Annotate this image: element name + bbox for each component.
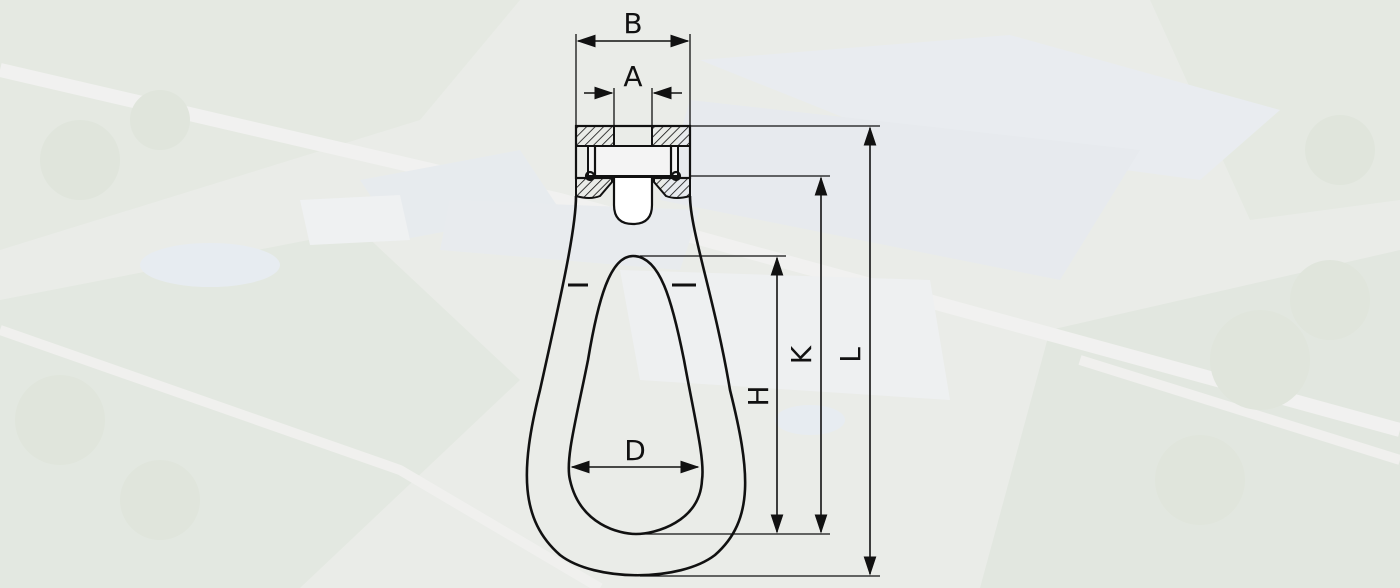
dimension-label-d: D bbox=[624, 434, 646, 467]
dimension-lines bbox=[570, 34, 880, 577]
dimension-label-a: A bbox=[623, 60, 642, 93]
dimension-label-b: B bbox=[623, 7, 642, 40]
dimension-label-k: K bbox=[785, 345, 818, 364]
dimension-label-h: H bbox=[742, 385, 775, 406]
link-outline bbox=[525, 124, 747, 577]
dimension-label-l: L bbox=[834, 347, 867, 363]
